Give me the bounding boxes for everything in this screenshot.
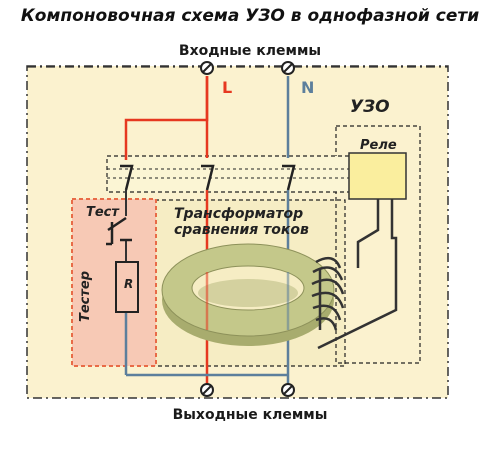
terminal-screw-icon xyxy=(200,383,295,397)
phase-label: L xyxy=(222,78,233,97)
toroid-core xyxy=(161,243,335,346)
test-label: Тест xyxy=(86,205,119,220)
switch-bar xyxy=(106,155,352,193)
transformer-label-line2: сравнения токов xyxy=(174,222,309,238)
relay-coil-icon xyxy=(311,256,345,331)
relay-body xyxy=(348,152,407,200)
test-button-icon xyxy=(106,216,132,246)
output-terminals-label: Выходные клеммы xyxy=(172,407,328,423)
relay-region xyxy=(335,125,421,364)
input-terminals-label: Входные клеммы xyxy=(178,43,322,59)
transformer-label-line1: Трансформатор xyxy=(174,206,304,222)
resistor-label: R xyxy=(124,277,134,291)
device-label: УЗО xyxy=(350,97,390,117)
neutral-label: N xyxy=(301,78,315,97)
tester-label: Тестер xyxy=(78,270,94,323)
relay-label: Реле xyxy=(360,138,397,153)
diagram-title: Компоновочная схема УЗО в однофазной сет… xyxy=(20,6,480,26)
resistor-icon xyxy=(115,261,139,313)
terminal-screw-icon xyxy=(27,61,448,75)
switch-contact-icon xyxy=(120,164,296,191)
